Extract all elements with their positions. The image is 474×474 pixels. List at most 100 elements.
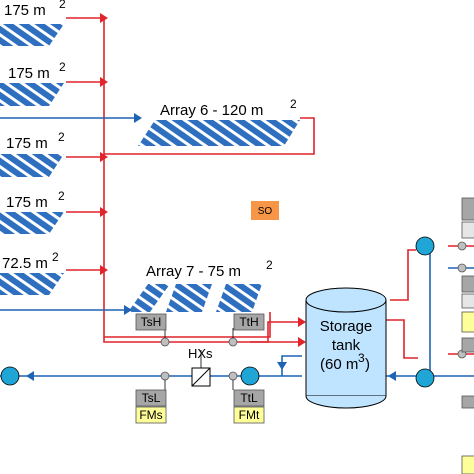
array-7-panel-1 [128, 284, 170, 312]
pump-right-lower-icon [415, 368, 435, 388]
collector-field-3-area-sup: 2 [58, 130, 65, 144]
sensor-tsl-box [135, 389, 167, 407]
collector-field-4-panel [0, 212, 64, 234]
sensor-point-tsh [160, 337, 170, 347]
cold-arrow-down [277, 362, 287, 370]
right-flow-box-bottom [461, 455, 474, 474]
sensor-tsh-label: TsH [141, 315, 162, 329]
storage-tank-top [305, 287, 387, 313]
sensor-point-right-1 [457, 241, 467, 251]
sensor-point-tsl [160, 371, 170, 381]
sensor-tsh: TsH [135, 313, 167, 331]
cold-arrows [26, 113, 396, 381]
storage-tank-label-suffix: ) [365, 356, 370, 373]
hot-arrows [100, 13, 306, 347]
sensor-tth-label: TtH [239, 315, 258, 329]
sensor-ttl: TtL [233, 389, 265, 407]
collector-field-2-area: 175 m [8, 65, 50, 82]
sensor-tth: TtH [233, 313, 265, 331]
collector-field-2: 175 m 2 [0, 60, 66, 106]
collector-field-5-area-sup: 2 [52, 250, 59, 264]
right-sensor-box-6 [461, 395, 474, 409]
collector-field-2-panel [0, 83, 64, 106]
right-sensor-box-5 [461, 337, 474, 353]
hot-arrow-to-tank-upper [298, 317, 306, 327]
hot-arrow-5 [100, 265, 108, 275]
heat-exchanger: HXs [188, 346, 213, 387]
collector-field-4-area-sup: 2 [58, 189, 65, 203]
storage-tank-label-line2: tank [332, 337, 361, 354]
hot-pipe-tank-upper [390, 249, 416, 301]
array-7-label: Array 7 - 75 m [146, 263, 241, 280]
storage-tank-label-sup: 3 [358, 351, 365, 365]
pump-right-upper-icon [415, 236, 435, 256]
array-6: Array 6 - 120 m 2 [138, 97, 300, 146]
storage-tank: Storage tank (60 m 3 ) [305, 287, 387, 409]
storage-tank-bottom [305, 395, 387, 409]
hot-pipe-tank-right [386, 319, 418, 359]
collector-field-5-area: 72.5 m [2, 255, 48, 272]
hot-pipe-array-6 [104, 117, 315, 155]
pump-left-icon [0, 366, 20, 386]
flow-meter-fms: FMs [135, 406, 167, 424]
right-sensor-box-1 [461, 197, 474, 221]
flow-meter-fmt: FMt [233, 406, 265, 424]
flow-meter-fms-box [135, 406, 167, 424]
sensor-points [160, 241, 467, 381]
collector-field-3: 175 m 2 [0, 130, 65, 177]
storage-tank-label-prefix: (60 m [320, 356, 358, 373]
sensor-point-tth [228, 337, 238, 347]
heat-exchanger-label: HXs [188, 346, 213, 361]
sensor-point-right-2 [457, 263, 467, 273]
hot-arrow-4 [100, 207, 108, 217]
array-6-panel [138, 120, 300, 146]
so-box: SO [251, 201, 279, 220]
sensor-tsl: TsL [135, 389, 167, 407]
so-label: SO [258, 206, 273, 217]
sensor-ttl-label: TtL [240, 391, 258, 405]
heat-exchanger-diagonal [191, 367, 211, 387]
hot-pipe-array-7 [104, 312, 271, 338]
sensor-tth-box [233, 313, 265, 331]
array-7-panel-2 [166, 284, 212, 312]
right-sensor-box-3 [461, 275, 474, 293]
collector-field-1-panel [0, 24, 64, 46]
flow-meter-fms-label: FMs [139, 408, 162, 422]
cold-arrow-array-6 [134, 113, 142, 123]
cold-arrow-right [388, 371, 396, 381]
right-flow-box [461, 311, 474, 333]
collector-field-5: 72.5 m 2 [0, 250, 64, 295]
right-sensor-box-4 [461, 293, 474, 309]
storage-tank-label-line1: Storage [320, 318, 373, 335]
collector-field-4-area: 175 m [6, 194, 48, 211]
pumps [0, 236, 435, 388]
collector-field-5-panel [0, 273, 64, 295]
collector-field-2-area-sup: 2 [59, 60, 66, 74]
hot-arrow-1 [100, 13, 108, 23]
array-6-label-sup: 2 [290, 97, 297, 111]
array-7-panel-3 [216, 284, 262, 312]
cold-pipe-tank-return [281, 355, 302, 376]
flow-meter-fmt-label: FMt [239, 408, 260, 422]
pump-hx-icon [240, 366, 260, 386]
storage-tank-body [305, 299, 387, 397]
flow-meter-fmt-box [233, 406, 265, 424]
sensor-tsl-label: TsL [142, 391, 161, 405]
collector-field-1-area: 175 m [4, 2, 46, 19]
right-edge-sensors [461, 197, 474, 474]
sensor-point-ttl [228, 371, 238, 381]
collector-field-1: 175 m 2 [0, 0, 66, 46]
collector-field-4: 175 m 2 [0, 189, 65, 234]
sensor-ttl-box [233, 389, 265, 407]
cold-arrow-left [26, 371, 34, 381]
so-box-bg [251, 201, 279, 220]
hot-arrow-3 [100, 152, 108, 162]
hot-arrow-to-tank-lower [298, 337, 306, 347]
array-7-label-sup: 2 [266, 258, 273, 272]
array-7: Array 7 - 75 m 2 [128, 258, 273, 312]
collector-field-3-area: 175 m [6, 135, 48, 152]
sensor-tsh-box [135, 313, 167, 331]
array-6-label: Array 6 - 120 m [160, 102, 263, 119]
